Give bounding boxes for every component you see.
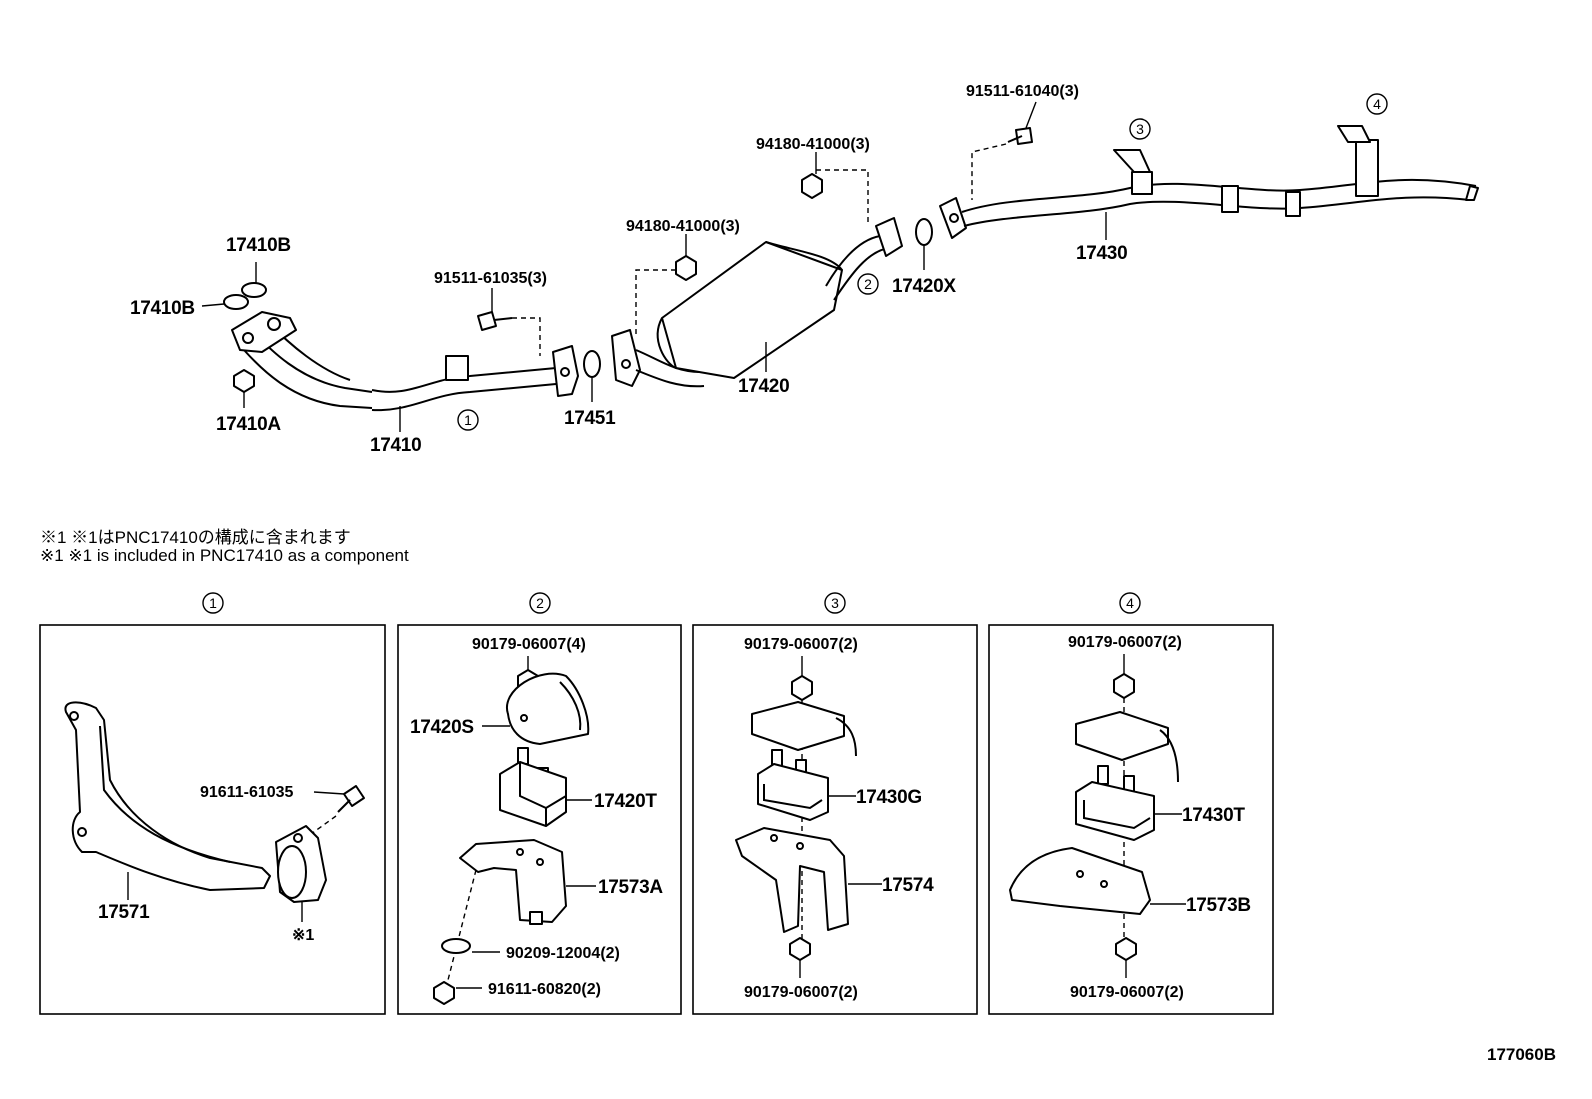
detail-4-ref: 4: [1119, 592, 1141, 614]
note-english: ※1 ※1 is included in PNC17410 as a compo…: [40, 546, 409, 565]
front-exhaust-pipe[interactable]: [231, 311, 579, 412]
svg-text:3: 3: [1136, 121, 1144, 137]
label-91511-61040: 91511-61040(3): [966, 83, 1079, 100]
mount-17430g[interactable]: [757, 749, 856, 821]
bolt-91511-61035[interactable]: [477, 288, 541, 356]
pipe-bracket-17571[interactable]: [64, 701, 271, 900]
label-17420s: 17420S: [410, 717, 474, 738]
label-91611-61035: 91611-61035: [200, 784, 294, 801]
label-17420x: 17420X: [892, 276, 956, 297]
label-17430t: 17430T: [1182, 805, 1245, 826]
detail-3-ref: 3: [824, 592, 846, 614]
exhaust-gasket-17410b[interactable]: [201, 262, 267, 310]
label-17420: 17420: [738, 376, 789, 397]
detail-panel-1: 1 91611-61035 17571 ※1: [39, 592, 386, 1015]
hanger-plate-3[interactable]: [751, 701, 857, 757]
label-17410a: 17410A: [216, 414, 281, 435]
svg-text:1: 1: [209, 595, 217, 611]
detail-1-ref: 1: [202, 592, 224, 614]
center-muffler[interactable]: [611, 169, 903, 388]
detail-panel-2: 2: [397, 592, 682, 1015]
label-17410b-top: 17410B: [226, 235, 291, 256]
ref-marker-2[interactable]: 2: [857, 273, 879, 295]
bolt-90179-06007-bottom-4[interactable]: [1115, 937, 1137, 978]
label-94180-left: 94180-41000(3): [626, 218, 740, 235]
detail-2-ref: 2: [529, 592, 551, 614]
label-94180-right: 94180-41000(3): [756, 136, 870, 153]
bracket-17573a[interactable]: [447, 839, 596, 981]
mount-17430t[interactable]: [1075, 765, 1182, 841]
ref-marker-4[interactable]: 4: [1366, 93, 1388, 115]
label-91511-61035: 91511-61035(3): [434, 270, 547, 287]
bolt-91611-61035[interactable]: [299, 785, 365, 843]
exhaust-nut-17410a[interactable]: [233, 369, 255, 408]
heat-shield-17420s[interactable]: [482, 672, 590, 745]
bolt-91611-60820[interactable]: [433, 981, 482, 1005]
svg-text:1: 1: [464, 412, 472, 428]
ref-marker-3[interactable]: 3: [1129, 118, 1151, 140]
bolt-90179-06007-top-3[interactable]: [791, 656, 813, 960]
label-90209-12004: 90209-12004(2): [506, 945, 620, 962]
gasket-17451[interactable]: [583, 350, 601, 402]
label-17573a: 17573A: [598, 877, 663, 898]
bracket-17573b[interactable]: [1009, 847, 1186, 915]
washer-90209-12004[interactable]: [441, 938, 500, 954]
label-90179-06007-top-4: 90179-06007(2): [1068, 634, 1182, 651]
gasket-17420x[interactable]: [915, 218, 933, 270]
label-17574: 17574: [882, 875, 934, 896]
label-91611-60820: 91611-60820(2): [488, 981, 601, 998]
label-17420t: 17420T: [594, 791, 657, 812]
label-90179-06007-bottom-3: 90179-06007(2): [744, 984, 858, 1001]
svg-text:4: 4: [1373, 96, 1381, 112]
nut-94180-left[interactable]: [635, 234, 697, 338]
label-17410b-left: 17410B: [130, 298, 195, 319]
detail-panel-4: 4 90179-06007(2) 174: [988, 592, 1274, 1015]
bolt-90179-06007-bottom-3[interactable]: [789, 937, 811, 978]
label-17451: 17451: [564, 408, 616, 429]
bracket-17574[interactable]: [735, 827, 882, 933]
label-17430g: 17430G: [856, 787, 922, 808]
label-90179-06007-bottom-4: 90179-06007(2): [1070, 984, 1184, 1001]
hanger-plate-4[interactable]: [1075, 711, 1179, 783]
note-japanese: ※1 ※1はPNC17410の構成に含まれます: [40, 528, 351, 547]
detail-panel-3: 3 90179-06007(2) 174: [692, 592, 978, 1015]
svg-text:3: 3: [831, 595, 839, 611]
svg-text:2: 2: [864, 276, 872, 292]
tail-pipe[interactable]: [939, 125, 1479, 240]
diagram-code: 177060B: [1486, 1045, 1556, 1064]
ref-marker-1[interactable]: 1: [457, 409, 479, 431]
pipe-clamp[interactable]: [275, 825, 327, 922]
label-17571: 17571: [98, 902, 150, 923]
label-17430: 17430: [1076, 243, 1127, 264]
label-17573b: 17573B: [1186, 895, 1251, 916]
label-90179-06007-top-3: 90179-06007(2): [744, 636, 858, 653]
mount-17420t[interactable]: [499, 747, 592, 827]
label-clamp-note: ※1: [292, 927, 314, 944]
label-17410: 17410: [370, 435, 421, 456]
svg-text:2: 2: [536, 595, 544, 611]
svg-text:4: 4: [1126, 595, 1134, 611]
nut-94180-right[interactable]: [801, 152, 823, 199]
label-90179-06007-top-2: 90179-06007(4): [472, 636, 586, 653]
bolt-91511-61040[interactable]: [971, 101, 1037, 200]
